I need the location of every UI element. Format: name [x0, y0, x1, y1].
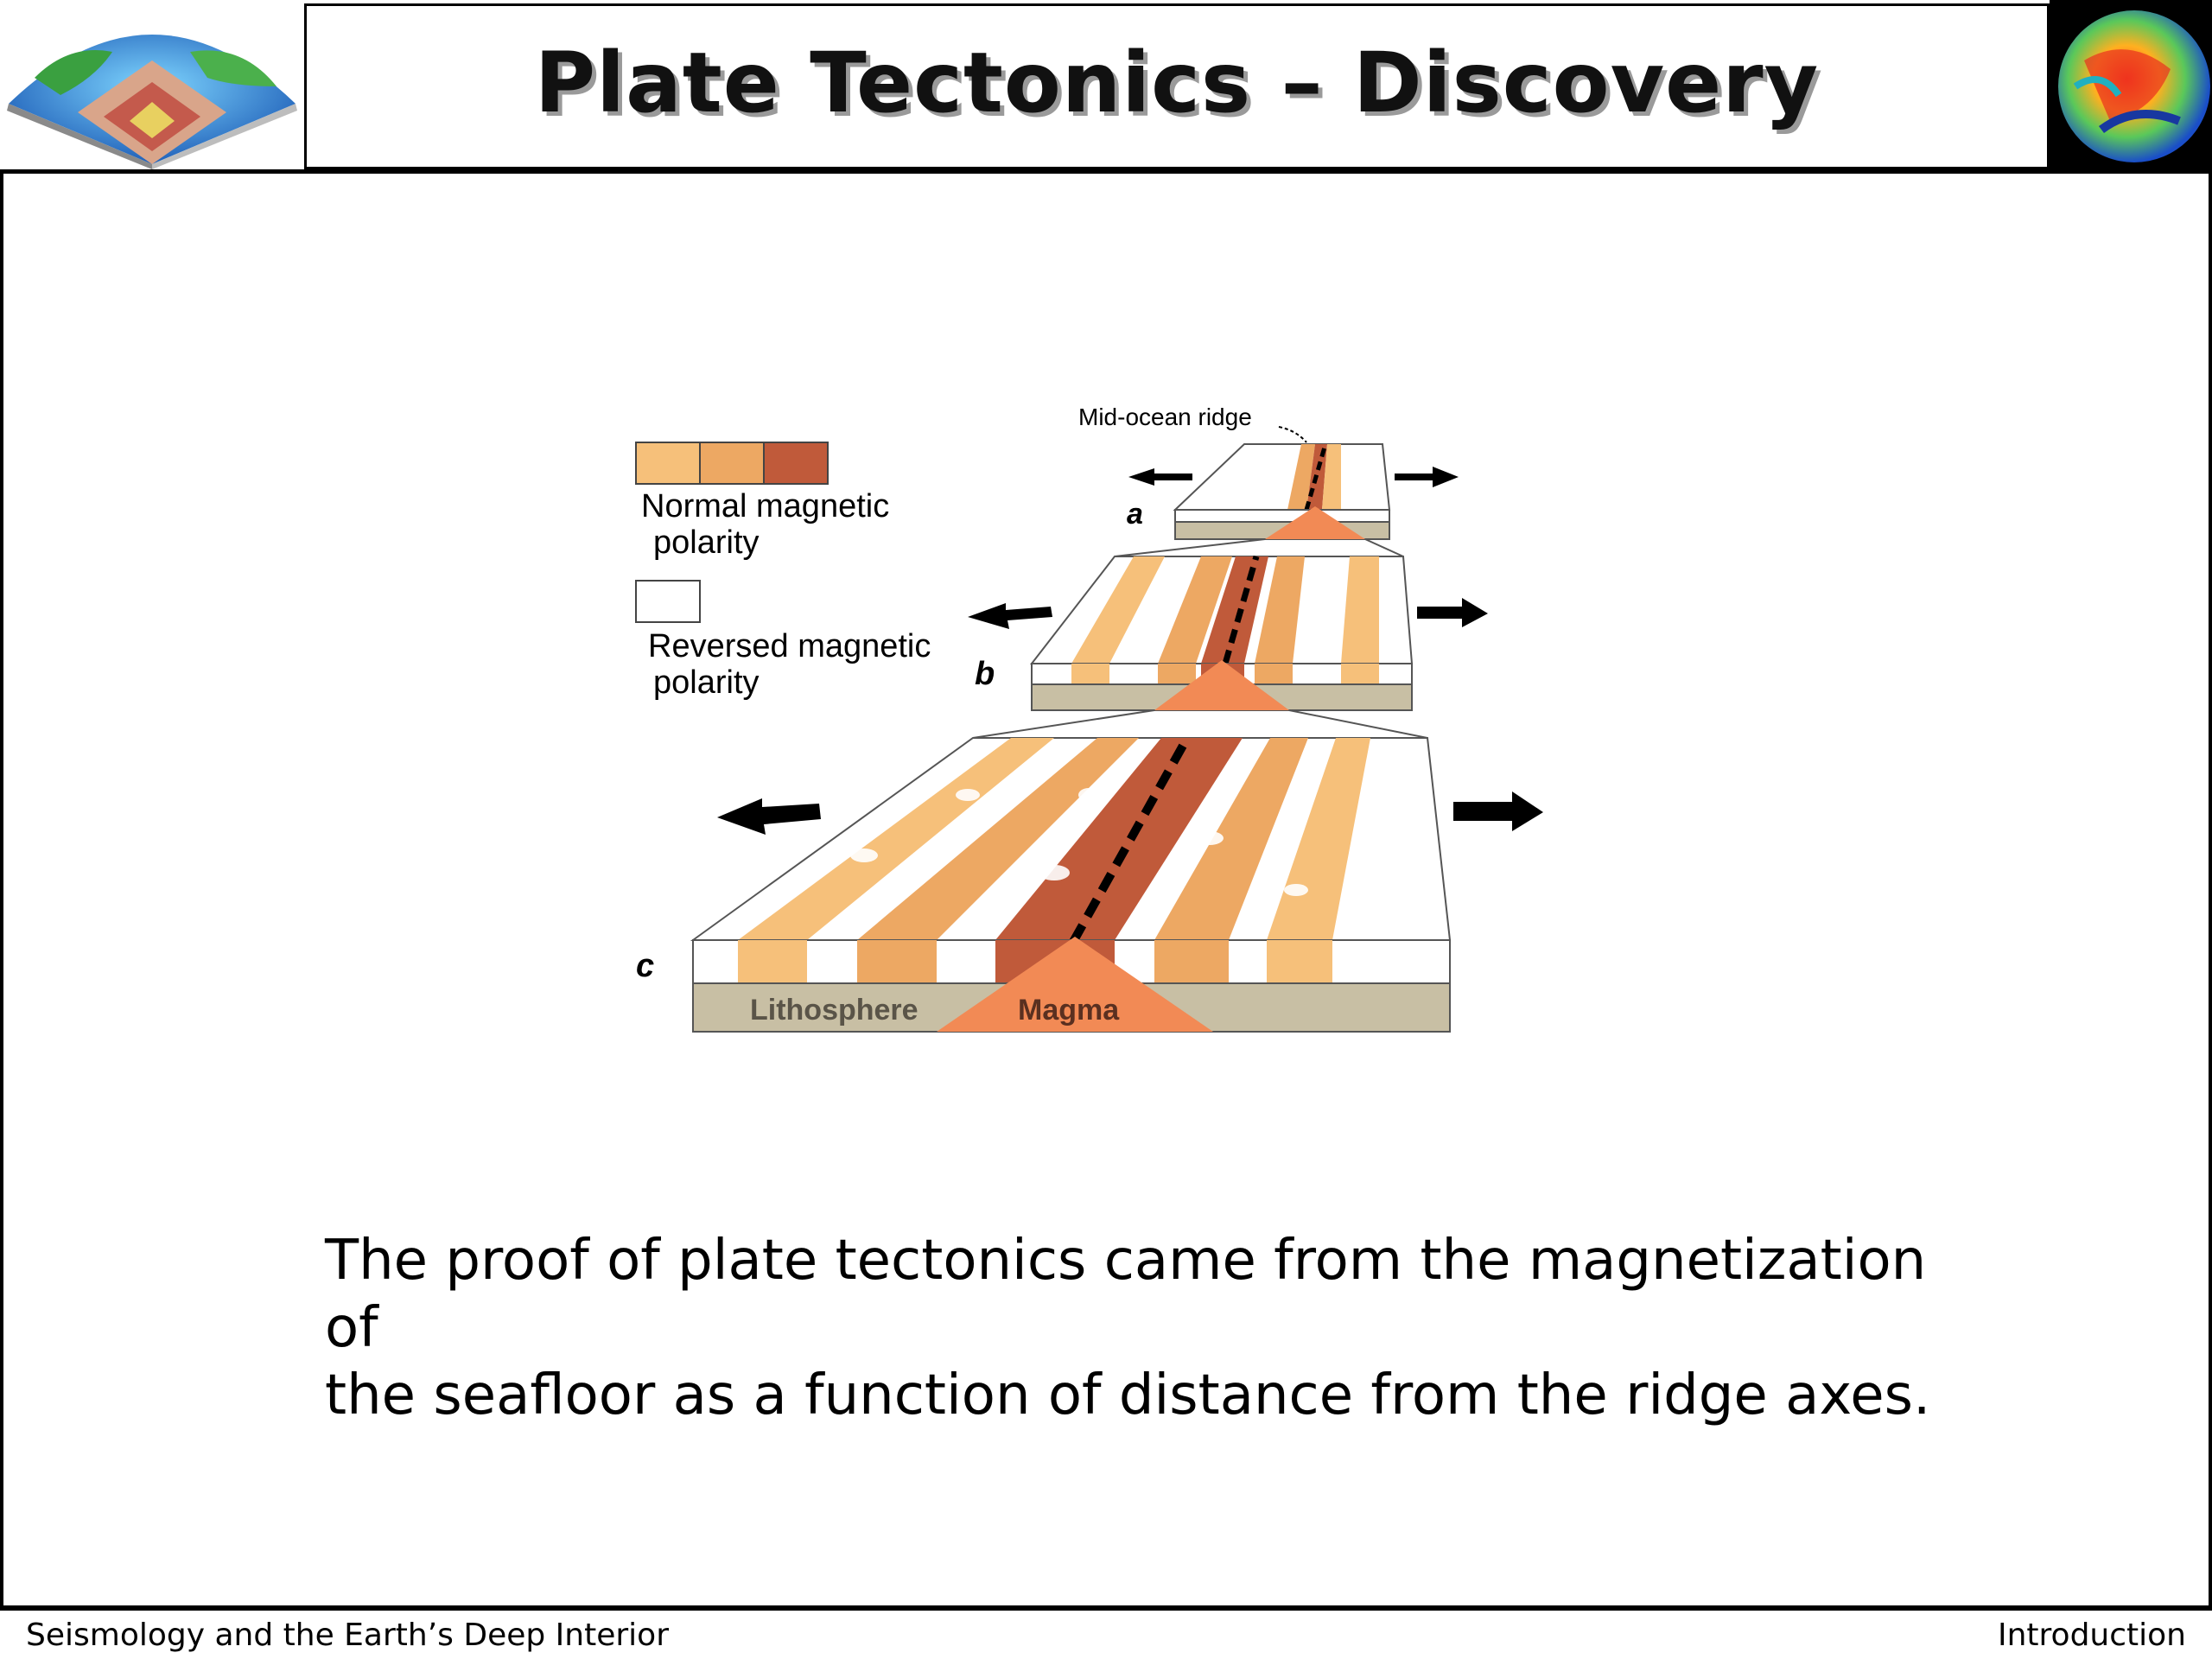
- legend-normal-line2: polarity: [653, 524, 760, 561]
- panel-b: b: [968, 556, 1488, 711]
- legend-reversed-line1: Reversed magnetic: [648, 628, 931, 664]
- content-frame: [0, 169, 2212, 1607]
- seafloor-magnetic-striping-diagram: Normal magnetic polarity Reversed magnet…: [605, 389, 1607, 1063]
- legend-reversed-line2: polarity: [653, 664, 760, 701]
- legend-normal-line1: Normal magnetic: [641, 488, 889, 524]
- panel-c: c Lithosphere Magma: [636, 735, 1543, 1033]
- footer-course-title: Seismology and the Earth’s Deep Interior: [26, 1618, 669, 1653]
- legend-swatch-light-orange: [635, 442, 701, 485]
- arrow-right-b: [1417, 598, 1488, 627]
- caption-line-2: the seafloor as a function of distance f…: [325, 1363, 1931, 1427]
- panel-label-a: a: [1127, 498, 1143, 531]
- header-divider: [0, 169, 2212, 174]
- lithosphere-label: Lithosphere: [750, 994, 918, 1027]
- arrow-right-c: [1453, 791, 1543, 831]
- panel-label-c: c: [636, 948, 654, 984]
- earth-cutaway-logo: [0, 0, 304, 169]
- arrow-left-c: [717, 798, 821, 835]
- legend-swatch-orange: [699, 442, 765, 485]
- arrow-left-b: [968, 603, 1052, 629]
- arrow-right-a: [1395, 467, 1459, 487]
- magma-label: Magma: [1018, 994, 1120, 1027]
- footer-divider: [0, 1605, 2212, 1611]
- ridge-label: Mid-ocean ridge: [1078, 404, 1252, 430]
- slide-title: Plate Tectonics – Discovery: [534, 35, 1820, 131]
- legend: Normal magnetic polarity Reversed magnet…: [635, 442, 931, 701]
- tomography-globe-logo: [2050, 0, 2212, 169]
- title-box: [304, 3, 2050, 169]
- arrow-left-a: [1128, 468, 1192, 486]
- panel-label-b: b: [975, 656, 995, 692]
- legend-swatch-white: [635, 580, 701, 623]
- legend-swatch-dark-red: [763, 442, 829, 485]
- panel-a: a: [1127, 443, 1459, 540]
- caption-line-1: The proof of plate tectonics came from t…: [325, 1229, 1927, 1360]
- slide-caption: The proof of plate tectonics came from t…: [325, 1227, 1967, 1429]
- footer-section-name: Introduction: [1997, 1618, 2186, 1653]
